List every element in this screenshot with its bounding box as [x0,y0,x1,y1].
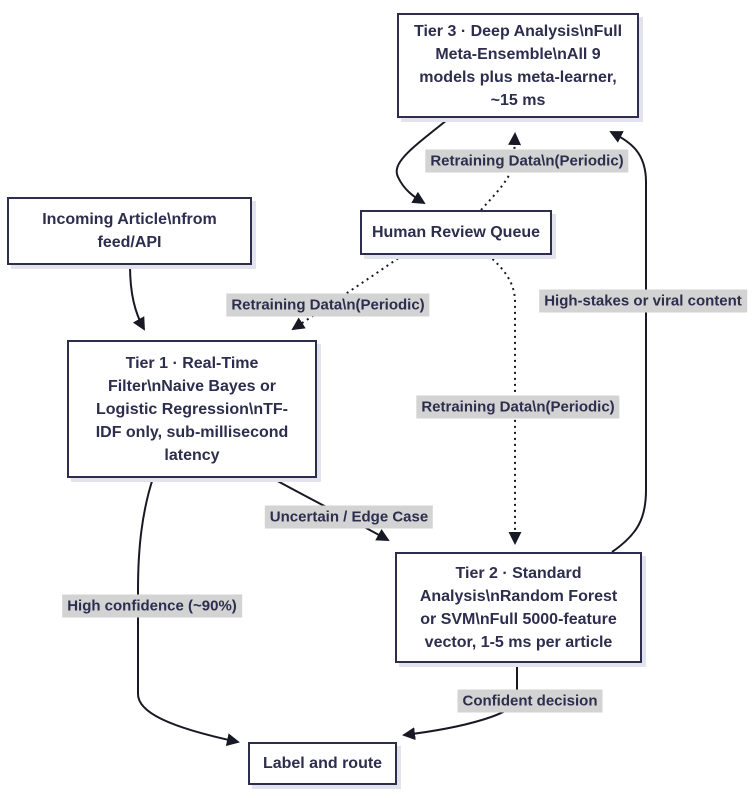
node-incoming-article: Incoming Article\nfrom feed/API [7,197,252,265]
node-tier1: Tier 1 · Real-Time Filter\nNaive Bayes o… [67,340,317,478]
edge-label-retraining-mid: Retraining Data\n(Periodic) [416,395,620,419]
node-human-review-queue: Human Review Queue [360,210,552,255]
edge-label-retraining-left: Retraining Data\n(Periodic) [226,293,430,317]
edge-label-confident-decision: Confident decision [457,689,603,713]
edge-tier1-to-label-route-high-confidence [137,477,240,747]
node-incoming-article-label: Incoming Article\nfrom feed/API [42,211,217,251]
edge-incoming-to-tier1 [129,264,145,331]
node-tier2: Tier 2 · Standard Analysis\nRandom Fores… [395,552,642,663]
edge-review-queue-to-tier2-retraining [487,254,522,545]
node-label-and-route-label: Label and route [262,755,383,772]
edge-tier3-to-review-queue [395,119,448,205]
node-tier3-label: Tier 3 · Deep Analysis\nFull Meta-Ensemb… [413,22,623,109]
edge-tier2-to-tier3-high-stakes [609,131,647,553]
node-human-review-queue-label: Human Review Queue [371,224,541,241]
node-tier3: Tier 3 · Deep Analysis\nFull Meta-Ensemb… [397,13,639,118]
edge-review-queue-to-tier1-retraining [291,254,404,331]
edge-label-high-stakes: High-stakes or viral content [539,289,747,313]
node-tier1-label: Tier 1 · Real-Time Filter\nNaive Bayes o… [95,354,289,464]
edge-label-high-confidence: High confidence (~90%) [62,594,242,618]
node-tier2-label: Tier 2 · Standard Analysis\nRandom Fores… [419,564,618,651]
edge-label-uncertain: Uncertain / Edge Case [264,505,434,529]
edge-label-retraining-top: Retraining Data\n(Periodic) [425,149,629,173]
node-label-and-route: Label and route [248,742,397,785]
